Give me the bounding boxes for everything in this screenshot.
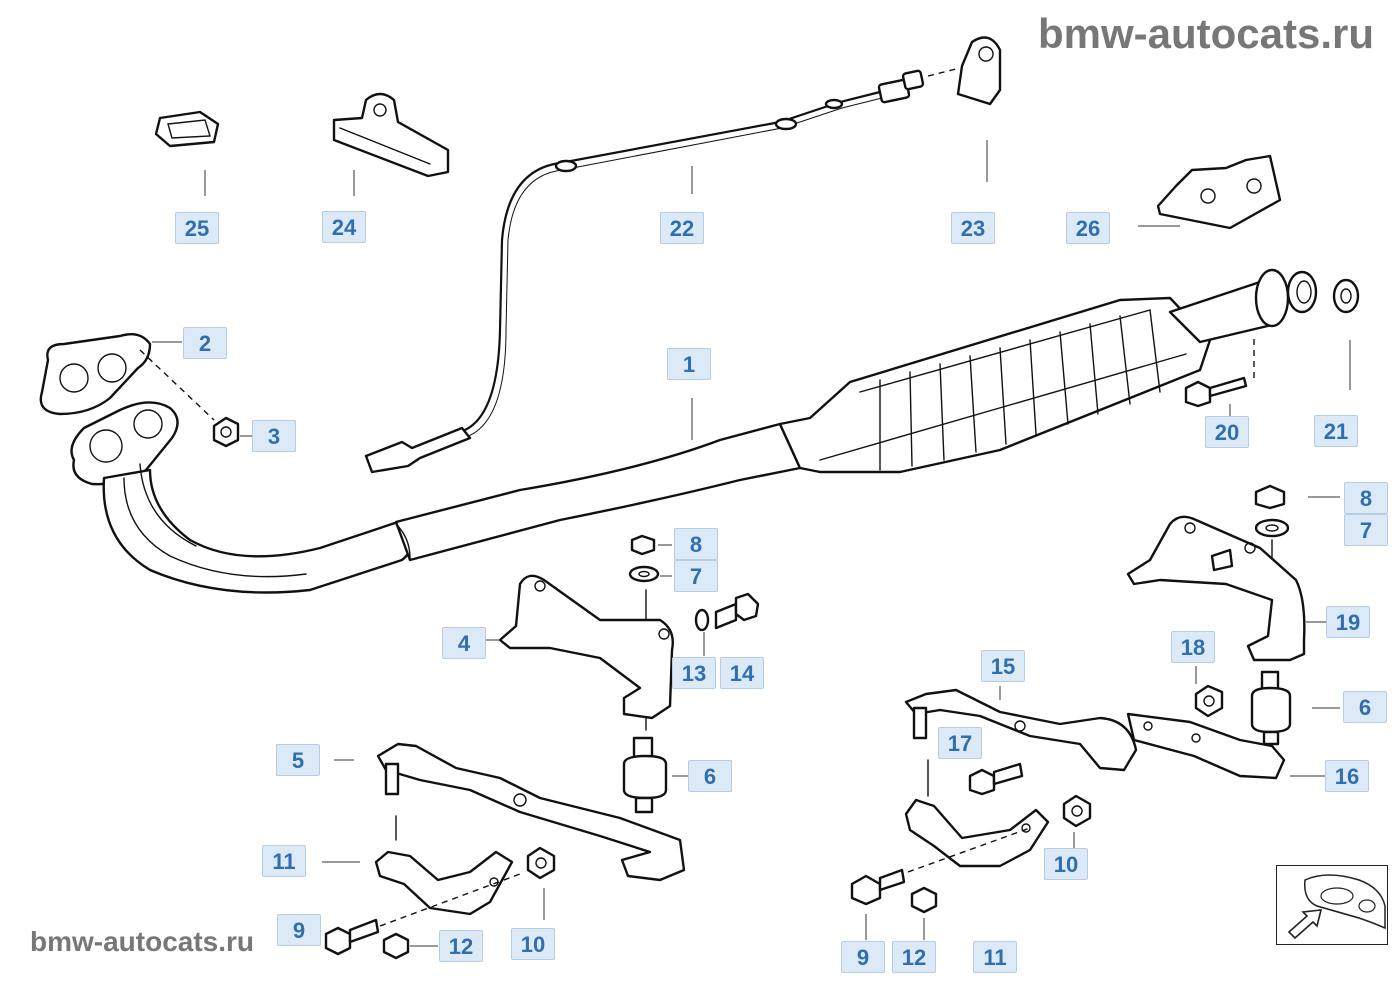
callout-12-right[interactable]: 12 — [892, 941, 936, 973]
part-13-14-washer-bolt — [694, 592, 760, 656]
callout-19[interactable]: 19 — [1326, 606, 1370, 638]
part-23-bracket — [956, 36, 1002, 182]
part-18-nut — [1194, 666, 1224, 718]
part-9-12-10-fasteners-right — [850, 794, 1092, 940]
callout-9-right[interactable]: 9 — [841, 941, 885, 973]
callout-22[interactable]: 22 — [660, 212, 704, 244]
part-1-exhaust-pipe-catalytic-converter — [70, 268, 1318, 594]
part-11-small-bracket-right — [904, 798, 1050, 868]
part-24-bracket — [332, 92, 450, 196]
callout-18[interactable]: 18 — [1171, 631, 1215, 663]
callout-10-left[interactable]: 10 — [511, 928, 555, 960]
callout-21[interactable]: 21 — [1314, 415, 1358, 447]
part-16-plate-bracket — [1126, 712, 1326, 780]
callout-3[interactable]: 3 — [252, 420, 296, 452]
part-25-clip — [154, 110, 220, 196]
part-21-rubber-ring — [1332, 278, 1360, 390]
callout-5[interactable]: 5 — [276, 744, 320, 776]
callout-15[interactable]: 15 — [981, 650, 1025, 682]
part-3-nut — [139, 349, 252, 448]
callout-20[interactable]: 20 — [1205, 416, 1249, 448]
callout-7-right[interactable]: 7 — [1344, 514, 1388, 546]
callout-11-left[interactable]: 11 — [262, 845, 306, 877]
car-front-icon — [1287, 874, 1386, 940]
callout-12-left[interactable]: 12 — [439, 930, 483, 962]
callout-8-left[interactable]: 8 — [674, 528, 718, 560]
watermark-bottom: bmw-autocats.ru — [30, 926, 255, 957]
callout-25[interactable]: 25 — [175, 212, 219, 244]
part-2-gasket — [39, 333, 182, 416]
callout-16[interactable]: 16 — [1325, 760, 1369, 792]
part-22-oxygen-sensor-cable — [364, 67, 961, 474]
part-9-12-10-fasteners-left — [324, 846, 556, 960]
callout-4[interactable]: 4 — [442, 627, 486, 659]
watermark-top: bmw-autocats.ru — [1037, 10, 1374, 57]
callout-11-right[interactable]: 11 — [973, 941, 1017, 973]
part-6-rubber-mount-right — [1250, 670, 1340, 746]
callout-8-right[interactable]: 8 — [1344, 482, 1388, 514]
callout-6-left[interactable]: 6 — [688, 760, 732, 792]
callout-10-right[interactable]: 10 — [1044, 848, 1088, 880]
callout-7-left[interactable]: 7 — [674, 560, 718, 592]
part-8-7-nut-washer-right — [1254, 484, 1340, 661]
part-19-bracket — [1126, 515, 1326, 662]
part-11-small-bracket-left — [322, 850, 514, 916]
part-6-rubber-mount-left — [622, 736, 688, 814]
callout-2[interactable]: 2 — [183, 327, 227, 359]
part-15-bracket — [904, 686, 1138, 772]
part-26-bracket — [1138, 154, 1282, 230]
callout-13[interactable]: 13 — [672, 657, 716, 689]
callout-24[interactable]: 24 — [322, 211, 366, 243]
callout-9-left[interactable]: 9 — [277, 914, 321, 946]
part-4-bracket — [482, 574, 674, 720]
direction-arrow-icon — [1287, 909, 1323, 940]
callout-23[interactable]: 23 — [951, 212, 995, 244]
part-20-bolt — [1184, 334, 1255, 416]
callout-6-right[interactable]: 6 — [1343, 691, 1387, 723]
part-5-long-bracket — [334, 742, 686, 882]
orientation-thumbnail — [1276, 865, 1388, 945]
callout-14[interactable]: 14 — [720, 657, 764, 689]
callout-26[interactable]: 26 — [1066, 212, 1110, 244]
part-17-bolt — [927, 759, 1024, 797]
callout-17[interactable]: 17 — [938, 727, 982, 759]
callout-1[interactable]: 1 — [667, 348, 711, 380]
